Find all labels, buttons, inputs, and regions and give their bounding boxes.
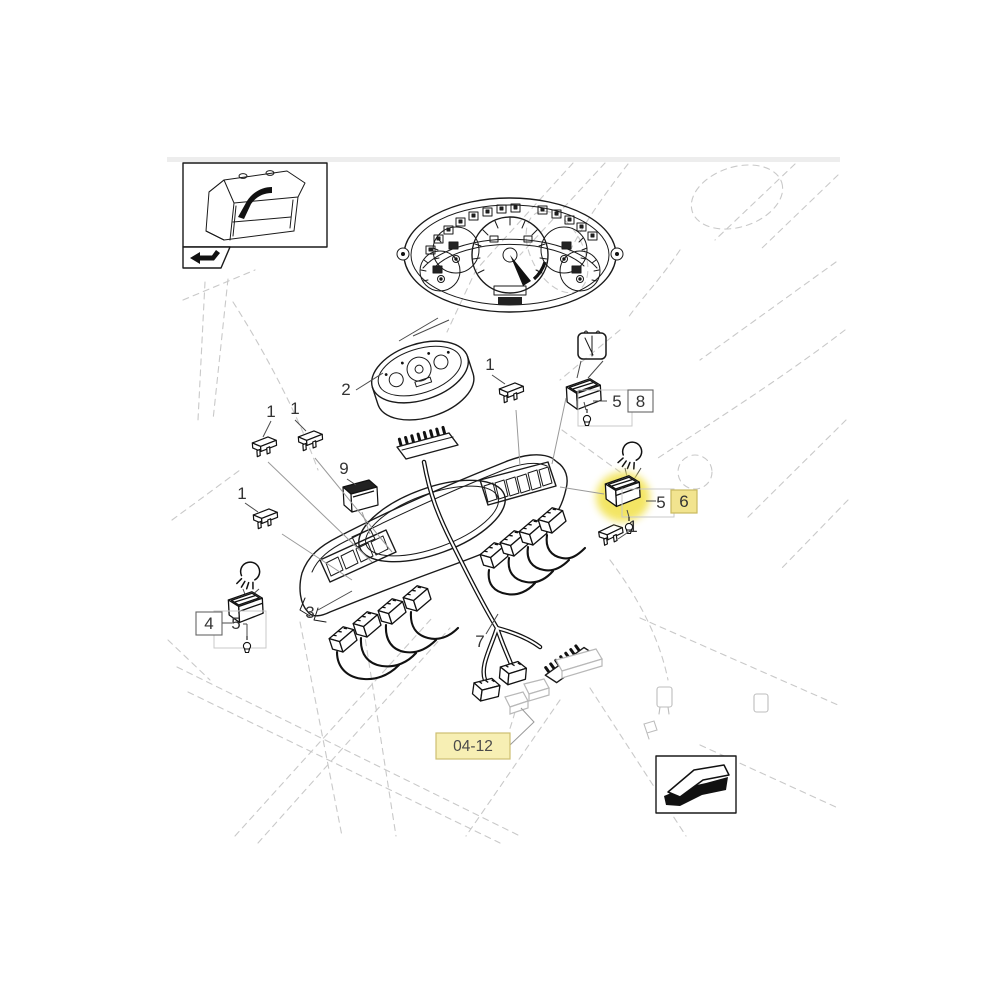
- callout-5: 5: [656, 493, 665, 512]
- svg-text:8: 8: [636, 392, 645, 411]
- left-switch-bank: [319, 529, 397, 583]
- dashboard-pointer-arrow: [238, 187, 272, 219]
- wiper-icon: [577, 330, 607, 360]
- cab-location-inset: [182, 162, 328, 269]
- callout-5: 5: [231, 614, 240, 633]
- callout-2: 2: [341, 380, 350, 399]
- leader-lines: [244, 372, 535, 746]
- blank-plug-part: [498, 381, 525, 404]
- indicator-bulb-part: [242, 635, 252, 654]
- callout-5: 5: [612, 392, 621, 411]
- left-gauges: [419, 226, 480, 292]
- blank-plug-part: [597, 523, 626, 547]
- switch-connector: [400, 582, 434, 615]
- callout-1: 1: [628, 517, 637, 536]
- callout-6-highlighted[interactable]: 6: [670, 489, 698, 514]
- callout-9: 9: [339, 459, 348, 478]
- panel-feet: [299, 597, 327, 623]
- harness-connector: [498, 659, 528, 687]
- switch-connector: [375, 595, 409, 628]
- rocker-switch-part: [565, 377, 603, 411]
- inset-back-tab[interactable]: [182, 246, 231, 269]
- instrument-cluster-perspective: [370, 340, 475, 421]
- callout-1: 1: [290, 399, 299, 418]
- callout-8-boxed: 8: [627, 389, 654, 413]
- work-lamp-icon: [234, 558, 263, 592]
- callout-3: 3: [305, 603, 314, 622]
- relay-part: [342, 479, 379, 513]
- inset-frame: [182, 162, 328, 248]
- callout-1: 1: [485, 355, 494, 374]
- back-arrow-icon: [190, 250, 220, 264]
- tachometer-dial: [471, 216, 549, 305]
- indicator-bulb-part: [582, 408, 592, 427]
- relay-cutout: [351, 528, 376, 548]
- wiring-harness: [326, 425, 603, 715]
- harness-connector: [471, 675, 502, 705]
- arrow-left-3d-icon: [664, 764, 730, 806]
- callout-1: 1: [237, 484, 246, 503]
- cross-reference-chip[interactable]: 04-12: [435, 732, 511, 760]
- callouts: 1 1 1 9 2 1 5 8 5 6 1 4 5 3 7 04-12: [195, 355, 698, 760]
- switch-console-panel: [299, 454, 568, 623]
- svg-text:4: 4: [204, 614, 213, 633]
- page-top-rule: [167, 157, 840, 162]
- left-lamp-switch-group: [213, 558, 267, 654]
- svg-text:04-12: 04-12: [453, 738, 493, 755]
- right-gauges: [540, 226, 601, 292]
- blank-plug-part: [297, 429, 324, 452]
- svg-text:6: 6: [679, 492, 688, 511]
- callout-4-boxed: 4: [195, 611, 223, 636]
- faint-mating-connectors: [504, 648, 603, 715]
- instrument-cluster-front: [396, 197, 624, 313]
- harness-top-connector: [396, 425, 459, 460]
- callout-1: 1: [266, 402, 275, 421]
- faint-fuse-part: [643, 686, 769, 740]
- cab-illustration: [205, 170, 306, 241]
- blank-plug-part: [251, 435, 278, 458]
- right-switch-bank: [479, 461, 557, 506]
- work-lamp-switch-group: [559, 438, 675, 540]
- work-lamp-icon: [616, 438, 646, 473]
- next-sheet-button[interactable]: [655, 755, 737, 814]
- callout-7: 7: [475, 632, 484, 651]
